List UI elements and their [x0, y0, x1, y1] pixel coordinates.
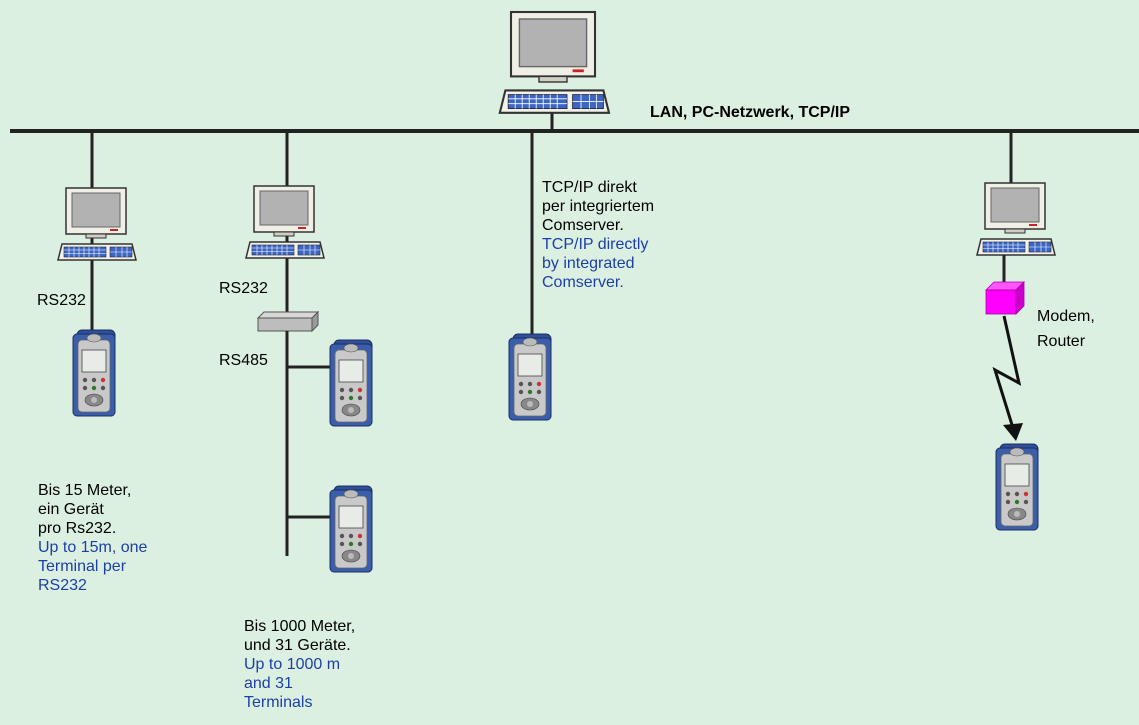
server-pc-icon — [498, 10, 611, 131]
rs485-desc-en-line: Up to 1000 m — [244, 656, 341, 673]
tcpip-desc-de-line: per integriertem — [542, 198, 655, 215]
rs232-label: RS232 — [37, 292, 86, 309]
rs232-desc-en-line: Up to 15m, one — [38, 539, 148, 556]
pc-icon — [245, 185, 325, 259]
modem-icon — [985, 281, 1025, 315]
terminal-icon — [329, 339, 373, 427]
wireless-link-icon — [992, 315, 1023, 441]
rs232-desc-en-line: RS232 — [38, 577, 87, 594]
rs485-label: RS485 — [219, 352, 268, 369]
terminal-icon — [995, 443, 1039, 531]
terminal-icon — [72, 329, 116, 417]
rs485-desc-de-line: und 31 Geräte. — [244, 637, 351, 654]
tcpip-desc-en-line: by integrated — [542, 255, 635, 272]
rs232-desc-de-line: Bis 15 Meter, — [38, 482, 132, 499]
modem-label-line: Modem, — [1037, 308, 1095, 325]
pc-icon — [57, 187, 137, 261]
pc-icon — [976, 182, 1056, 256]
rs232-desc-en-line: Terminal per — [38, 558, 127, 575]
lan-label: LAN, PC-Netzwerk, TCP/IP — [650, 104, 851, 121]
rs485-desc-en-line: and 31 — [244, 675, 293, 692]
tcpip-desc-de-line: TCP/IP direkt — [542, 179, 637, 196]
terminal-icon — [329, 485, 373, 573]
modem-label-line: Router — [1037, 333, 1086, 350]
rs232-desc-de-line: ein Gerät — [38, 501, 104, 518]
rs232-converter-label: RS232 — [219, 280, 268, 297]
tcpip-desc-en-line: TCP/IP directly — [542, 236, 649, 253]
rs232-desc-de-line: pro Rs232. — [38, 520, 117, 537]
terminal-icon — [508, 333, 552, 421]
converter-icon — [256, 310, 320, 333]
tcpip-desc-en-line: Comserver. — [542, 274, 624, 291]
rs485-desc-de-line: Bis 1000 Meter, — [244, 618, 356, 635]
rs485-desc-en-line: Terminals — [244, 694, 313, 711]
tcpip-desc-de-line: Comserver. — [542, 217, 624, 234]
